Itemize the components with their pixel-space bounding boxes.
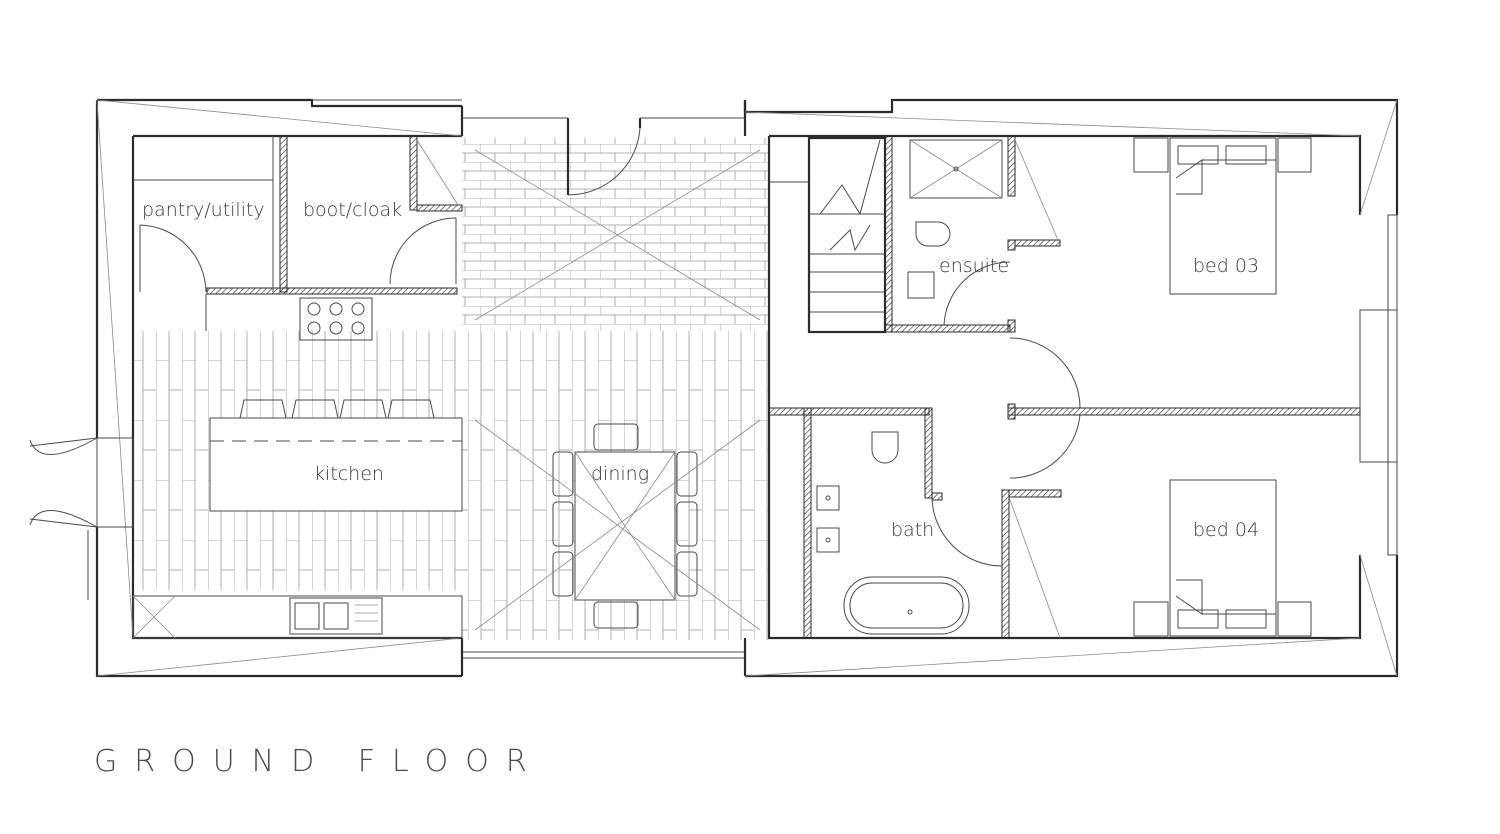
ensuite-room [884, 135, 1061, 333]
label-ensuite: ensuite [939, 255, 1009, 277]
label-boot-cloak: boot/cloak [303, 199, 402, 221]
service-rooms [133, 135, 463, 331]
staircase [769, 136, 887, 334]
bathroom [768, 407, 1062, 639]
bed-04-furniture [1133, 479, 1312, 637]
dining-table [474, 419, 761, 631]
exterior-walls-right [743, 98, 1399, 678]
hall-doors [1007, 337, 1361, 479]
label-bed-04: bed 04 [1193, 519, 1259, 541]
label-kitchen: kitchen [314, 463, 384, 485]
central-link [460, 100, 761, 676]
label-bath: bath [891, 519, 934, 541]
label-dining: dining [591, 463, 649, 485]
label-pantry-utility: pantry/utility [142, 199, 265, 221]
bed-03-furniture [1133, 137, 1312, 295]
kitchen-fittings [132, 297, 463, 639]
drawing-title: GROUND FLOOR [94, 744, 544, 779]
entrance-double-door [29, 437, 98, 600]
label-bed-03: bed 03 [1193, 255, 1259, 277]
